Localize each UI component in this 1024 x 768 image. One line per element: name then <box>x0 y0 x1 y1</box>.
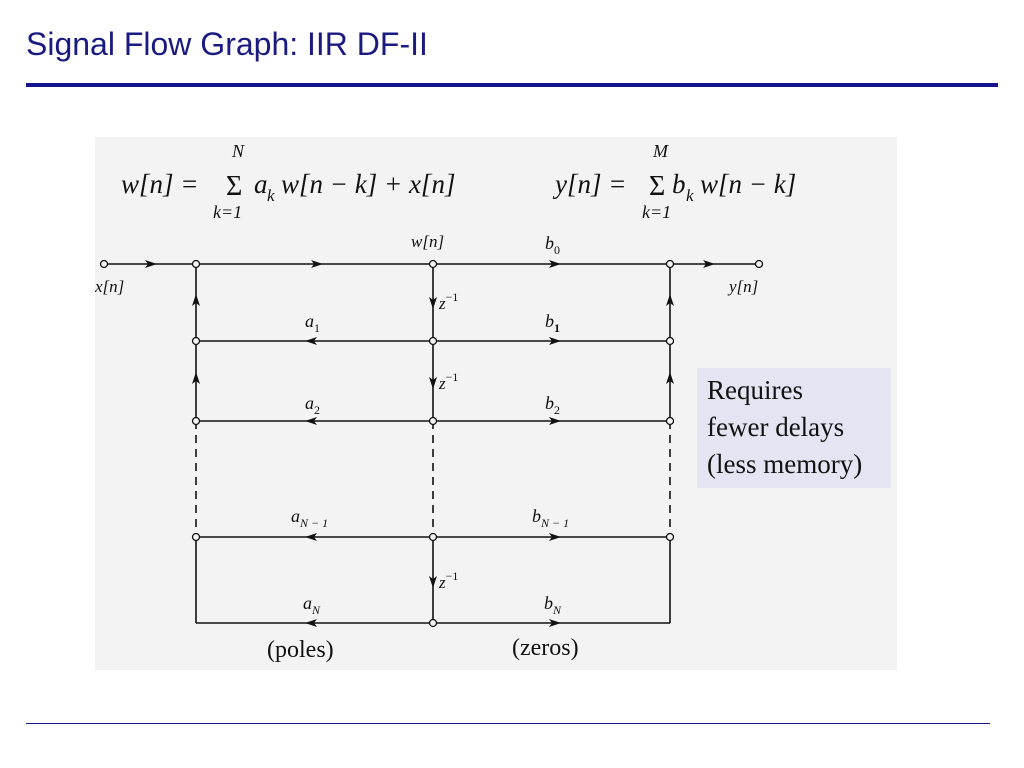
svg-text:bN: bN <box>544 593 562 617</box>
coeff-a2-base: a <box>305 393 314 413</box>
node-right-n1 <box>665 532 675 542</box>
eq-y-rest: w[n − k] <box>700 169 796 199</box>
delay-2-exp: −1 <box>446 370 459 384</box>
coeff-aN-base: a <box>303 593 312 613</box>
equation-w: w[n] = N Σ k=1 a k w[n − k] + x[n] <box>121 141 455 222</box>
node-right-2 <box>665 416 675 426</box>
coeff-b1-sub: 1 <box>554 321 560 335</box>
svg-text:aN: aN <box>303 593 321 617</box>
coeff-a2-sub: 2 <box>314 403 320 417</box>
node-left-1 <box>191 336 201 346</box>
node-center-1 <box>428 336 438 346</box>
label-output: y[n] <box>727 277 758 296</box>
eq-y-lhs: y[n] = <box>552 169 626 199</box>
eq-w-a-sub: k <box>267 186 275 205</box>
coeff-bN-1-base: b <box>532 506 541 526</box>
eq-y-b: b <box>672 169 686 199</box>
delay-1-exp: −1 <box>446 290 459 304</box>
svg-text:aN − 1: aN − 1 <box>291 506 328 530</box>
delay-3-base: z <box>438 573 446 592</box>
svg-text:z−1: z−1 <box>438 290 458 313</box>
eq-w-sum-bottom: k=1 <box>213 202 242 222</box>
node-center-2 <box>428 416 438 426</box>
node-input <box>99 259 109 269</box>
eq-y-sum-top: M <box>652 141 669 161</box>
equation-y: y[n] = M Σ k=1 b k w[n − k] <box>552 141 796 222</box>
coeff-b0-sub: 0 <box>554 243 560 257</box>
node-left-0 <box>191 259 201 269</box>
node-output <box>754 259 764 269</box>
svg-text:b0: b0 <box>545 233 560 257</box>
svg-text:a2: a2 <box>305 393 320 417</box>
coeff-bN-base: b <box>544 593 553 613</box>
coeff-b2-base: b <box>545 393 554 413</box>
title-underline <box>26 83 998 87</box>
label-center: w[n] <box>411 232 444 251</box>
eq-w-lhs: w[n] = <box>121 169 199 199</box>
svg-text:b1: b1 <box>545 311 560 335</box>
eq-w-sigma: Σ <box>226 171 242 202</box>
feedforward-coeff-labels: b0 b1 b2 bN − 1 bN <box>532 233 569 617</box>
signal-flow-figure: w[n] = N Σ k=1 a k w[n − k] + x[n] y[n] … <box>95 137 897 670</box>
node-right-1 <box>665 336 675 346</box>
graph-nodes <box>99 259 764 628</box>
delay-1-base: z <box>438 294 446 313</box>
svg-text:a1: a1 <box>305 311 320 335</box>
eq-w-a: a <box>254 169 268 199</box>
coeff-aN-1-base: a <box>291 506 300 526</box>
svg-text:bN − 1: bN − 1 <box>532 506 569 530</box>
node-left-2 <box>191 416 201 426</box>
note-line-2: fewer delays <box>707 412 845 442</box>
coeff-bN-1-sub: N − 1 <box>540 516 569 530</box>
svg-text:z−1: z−1 <box>438 370 458 393</box>
graph-edges <box>104 263 759 624</box>
label-input: x[n] <box>95 277 124 296</box>
node-center-0 <box>428 259 438 269</box>
coeff-aN-sub: N <box>311 603 321 617</box>
eq-y-sigma: Σ <box>649 171 665 202</box>
coeff-b1-base: b <box>545 311 554 331</box>
caption-poles: (poles) <box>267 637 334 663</box>
node-center-n <box>428 618 438 628</box>
delay-2-base: z <box>438 374 446 393</box>
slide-title: Signal Flow Graph: IIR DF-II <box>26 26 428 62</box>
coeff-a1-base: a <box>305 311 314 331</box>
eq-y-sum-bottom: k=1 <box>642 202 671 222</box>
caption-zeros: (zeros) <box>512 635 579 661</box>
coeff-b2-sub: 2 <box>554 403 560 417</box>
footer-rule <box>26 723 990 724</box>
node-left-n1 <box>191 532 201 542</box>
coeff-a1-sub: 1 <box>314 321 320 335</box>
coeff-b0-base: b <box>545 233 554 253</box>
delay-3-exp: −1 <box>446 569 459 583</box>
coeff-bN-sub: N <box>552 603 562 617</box>
eq-w-rest: w[n − k] + x[n] <box>281 169 455 199</box>
note-line-1: Requires <box>707 375 803 405</box>
node-right-0 <box>665 259 675 269</box>
node-center-n1 <box>428 532 438 542</box>
signal-flow-graph: w[n] = N Σ k=1 a k w[n − k] + x[n] y[n] … <box>95 141 796 663</box>
delay-labels: z−1 z−1 z−1 <box>438 290 458 592</box>
eq-y-b-sub: k <box>686 186 694 205</box>
coeff-aN-1-sub: N − 1 <box>299 516 328 530</box>
graph-arrows <box>145 260 715 627</box>
svg-text:b2: b2 <box>545 393 560 417</box>
feedback-coeff-labels: a1 a2 aN − 1 aN <box>291 311 328 617</box>
note-box: Requires fewer delays (less memory) <box>697 368 891 488</box>
eq-w-sum-top: N <box>231 141 245 161</box>
svg-text:z−1: z−1 <box>438 569 458 592</box>
note-line-3: (less memory) <box>707 449 863 479</box>
